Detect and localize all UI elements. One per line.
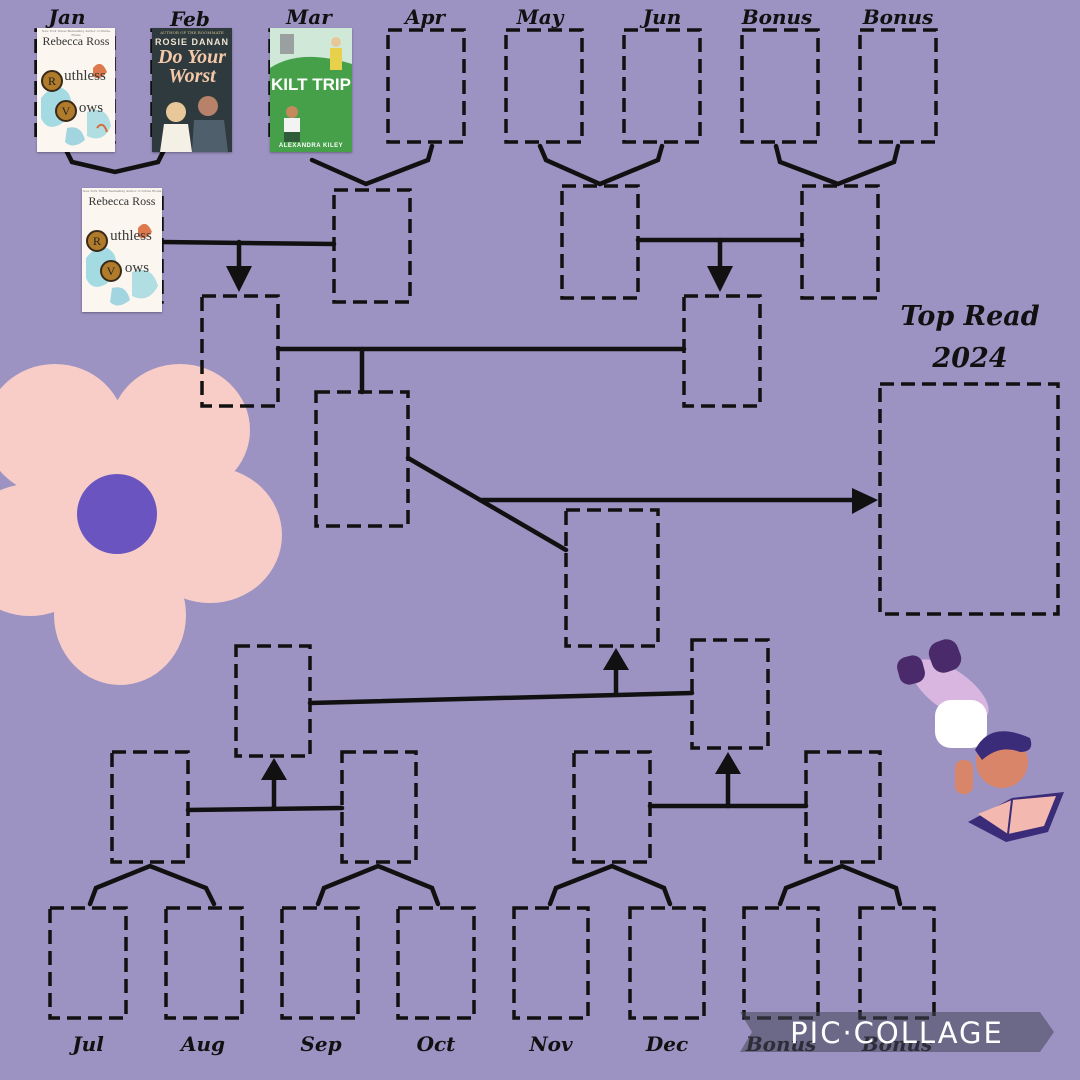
box-nov: [512, 906, 590, 1020]
label-month-top-8: Bonus: [862, 5, 934, 29]
box-apr: [386, 28, 466, 144]
arrow-heads: [226, 266, 878, 780]
label-month-bottom-1: Jul: [72, 1032, 104, 1056]
book-title-line1: uthless: [64, 68, 106, 84]
book-cover-feb: AUTHOR OF THE ROOMMATE ROSIE DANAN Do Yo…: [152, 28, 232, 152]
label-month-bottom-3: Sep: [300, 1032, 342, 1056]
label-month-top-3: Mar: [286, 5, 332, 29]
cover-art: [270, 28, 352, 152]
label-month-bottom-5: Nov: [529, 1032, 573, 1056]
monogram-ring-r: R: [86, 230, 108, 252]
label-month-bottom-4: Oct: [416, 1032, 456, 1056]
book-blurb: AUTHOR OF THE ROOMMATE: [160, 30, 224, 35]
book-author: ALEXANDRA KILEY: [278, 143, 344, 149]
box-r2-e: [110, 750, 190, 864]
book-blurb: New York Times Bestselling Author of Div…: [41, 29, 111, 37]
label-month-top-5: May: [516, 5, 564, 29]
box-bonus-1: [740, 28, 820, 144]
box-top-read: [878, 382, 1060, 616]
book-author: Rebecca Ross: [42, 34, 110, 48]
label-month-top-2: Feb: [170, 7, 210, 31]
top-read-year: 2024: [932, 343, 1008, 374]
monogram-ring-v: V: [100, 260, 122, 282]
box-r2-f: [340, 750, 418, 864]
box-semi-bottom: [564, 508, 660, 648]
box-sep: [280, 906, 360, 1020]
label-month-top-4: Apr: [404, 5, 446, 29]
reading-child-illustration: [897, 639, 1064, 842]
box-oct: [396, 906, 476, 1020]
bracket-connectors: [63, 143, 903, 907]
book-cover-mar: KILT TRIP ALEXANDRA KILEY: [270, 28, 352, 152]
label-month-bottom-2: Aug: [180, 1032, 226, 1056]
label-month-top-6: Jun: [642, 5, 682, 29]
box-jun: [622, 28, 702, 144]
box-may: [504, 28, 584, 144]
book-author: Rebecca Ross: [88, 194, 156, 208]
book-blurb: New York Times Bestselling Author of Div…: [82, 189, 162, 193]
book-title: Do Your Worst: [158, 46, 226, 87]
label-month-top-7: Bonus: [741, 5, 813, 29]
monogram-ring-v: V: [55, 100, 77, 122]
label-month-top-1: Jan: [48, 5, 86, 29]
box-bonus-2: [858, 28, 938, 144]
piccollage-watermark: PIC·COLLAGE: [740, 1012, 1054, 1052]
book-cover-jan: New York Times Bestselling Author of Div…: [37, 28, 115, 152]
book-title-line1: uthless: [110, 228, 152, 244]
flower-icon: [0, 364, 282, 685]
cover-art: [152, 28, 232, 152]
label-month-bottom-6: Dec: [645, 1032, 689, 1056]
watermark-banner: [740, 1012, 1054, 1052]
book-cover-round1-winner: New York Times Bestselling Author of Div…: [82, 188, 162, 312]
book-author: ROSIE DANAN: [154, 37, 229, 47]
book-title-line2: ows: [124, 260, 150, 276]
top-read-title: Top Read: [900, 301, 1040, 332]
box-dec: [628, 906, 706, 1020]
book-title-line2: ows: [78, 100, 104, 116]
box-aug: [164, 906, 244, 1020]
box-r2-h: [804, 750, 882, 864]
box-jul: [48, 906, 128, 1020]
book-title: KILT TRIP: [271, 75, 351, 94]
top-read-heading: Top Read 2024: [880, 296, 1060, 380]
monogram-ring-r: R: [41, 70, 63, 92]
box-r3-d: [690, 638, 770, 750]
watermark-text: PIC·COLLAGE: [790, 1016, 1004, 1050]
